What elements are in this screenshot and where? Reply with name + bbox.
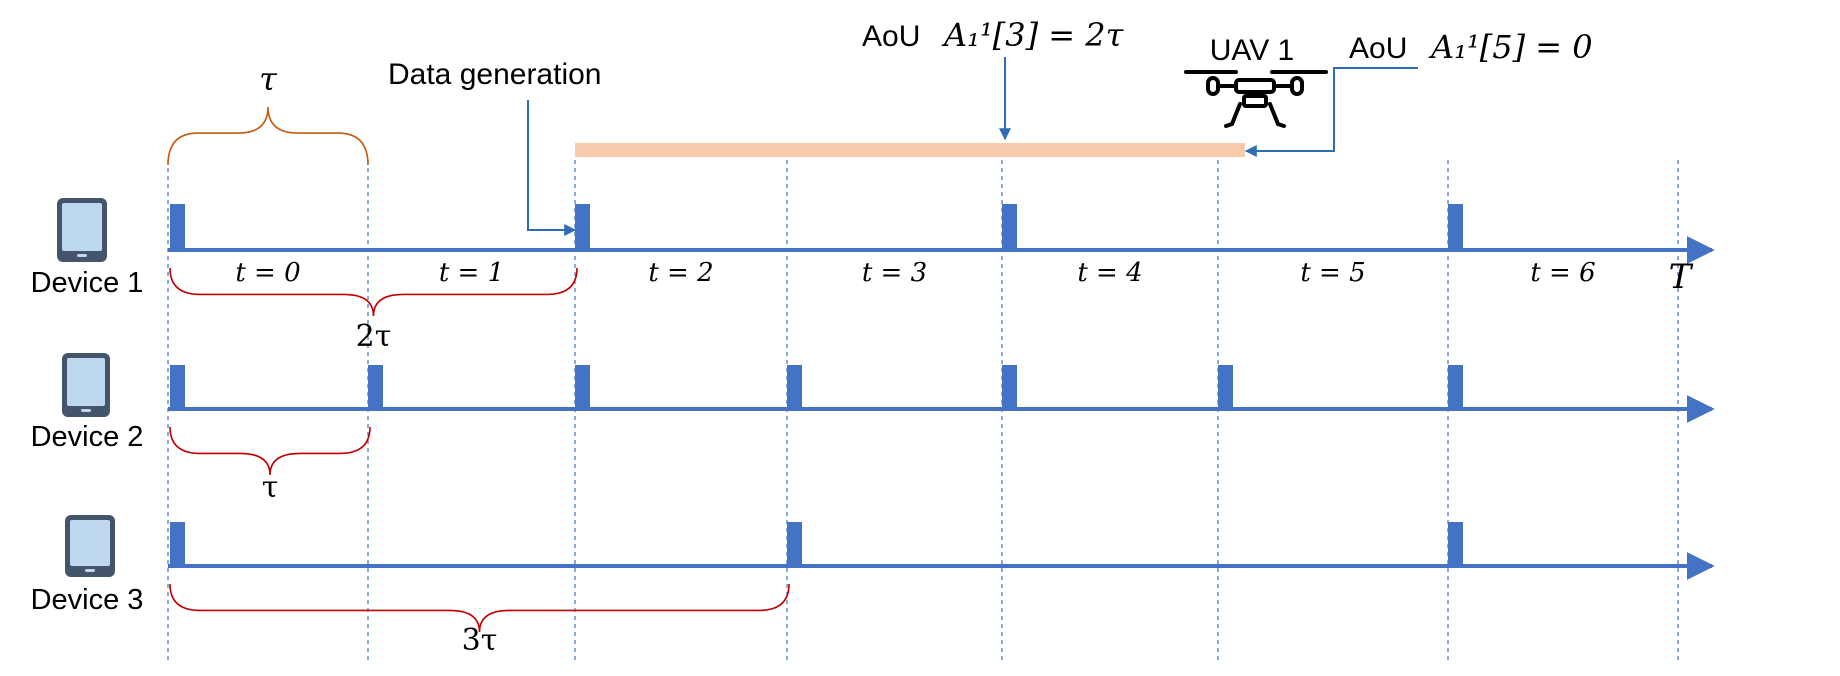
top-tau-label: τ bbox=[259, 60, 278, 98]
slot-label-2: t = 2 bbox=[648, 258, 713, 288]
slot-labels: t = 0 t = 1 t = 2 t = 3 t = 4 t = 5 t = 6 T bbox=[235, 257, 1693, 297]
device-time-axes bbox=[168, 236, 1715, 580]
period-braces bbox=[167, 106, 790, 633]
device-2-packet-5 bbox=[1218, 365, 1233, 411]
device-1-packet-0 bbox=[170, 204, 185, 252]
device-1-period-brace bbox=[169, 267, 578, 317]
device-3-packet-2 bbox=[1448, 522, 1463, 568]
device-2-period-label: τ bbox=[262, 470, 279, 505]
aou1-prefix: AoU bbox=[862, 20, 920, 53]
device-1-packet-2 bbox=[1002, 204, 1017, 252]
uav-label: UAV 1 bbox=[1210, 34, 1294, 67]
tablet-icon bbox=[62, 353, 110, 417]
t-end-label: T bbox=[1669, 257, 1694, 297]
device-2-packet-4 bbox=[1002, 365, 1017, 411]
data-generation-arrow bbox=[527, 100, 577, 236]
slot-label-1: t = 1 bbox=[439, 258, 504, 288]
device-3-packet-1 bbox=[787, 522, 802, 568]
aou2-formula: A₁¹[5] = 0 bbox=[1428, 28, 1593, 66]
device-1-period-label: 2τ bbox=[356, 319, 392, 354]
data-packets bbox=[170, 204, 1463, 568]
icons bbox=[57, 70, 1328, 577]
device-2-packet-2 bbox=[575, 365, 590, 411]
data-generation-label: Data generation bbox=[388, 58, 602, 91]
uav-icon bbox=[1184, 70, 1328, 128]
device-2-packet-1 bbox=[368, 365, 383, 411]
uav-collection-bar bbox=[575, 143, 1245, 157]
aou1-formula: A₁¹[3] = 2τ bbox=[941, 16, 1125, 54]
device-3-period-brace bbox=[169, 583, 790, 633]
slot-label-5: t = 5 bbox=[1300, 258, 1365, 288]
slot-label-4: t = 4 bbox=[1077, 258, 1142, 288]
device-2-packet-3 bbox=[787, 365, 802, 411]
annotations: τ 2τ τ 3τ Data generation AoU A₁¹[3] = 2τ UAV 1… bbox=[259, 16, 1592, 658]
device-3-period-label: 3τ bbox=[462, 623, 498, 658]
top-tau-brace bbox=[167, 106, 369, 166]
device-2-label: Device 2 bbox=[31, 421, 144, 453]
device-2-period-brace bbox=[169, 426, 371, 476]
device-3-label: Device 3 bbox=[31, 584, 144, 616]
tablet-icon bbox=[57, 198, 107, 262]
device-3-packet-0 bbox=[170, 522, 185, 568]
device-labels: Device 1 Device 2 Device 3 bbox=[31, 267, 144, 616]
slot-label-3: t = 3 bbox=[862, 258, 927, 288]
device-1-label: Device 1 bbox=[31, 267, 144, 299]
device-2-packet-0 bbox=[170, 365, 185, 411]
aou2-prefix: AoU bbox=[1349, 32, 1407, 65]
device-1-packet-1 bbox=[575, 204, 590, 252]
tablet-icon bbox=[65, 515, 115, 577]
slot-label-6: t = 6 bbox=[1530, 258, 1595, 288]
uav-collection-interval bbox=[575, 143, 1245, 157]
device-1-packet-3 bbox=[1448, 204, 1463, 252]
aou2-arrow bbox=[1244, 67, 1418, 157]
slot-label-0: t = 0 bbox=[235, 258, 300, 288]
device-2-packet-6 bbox=[1448, 365, 1463, 411]
